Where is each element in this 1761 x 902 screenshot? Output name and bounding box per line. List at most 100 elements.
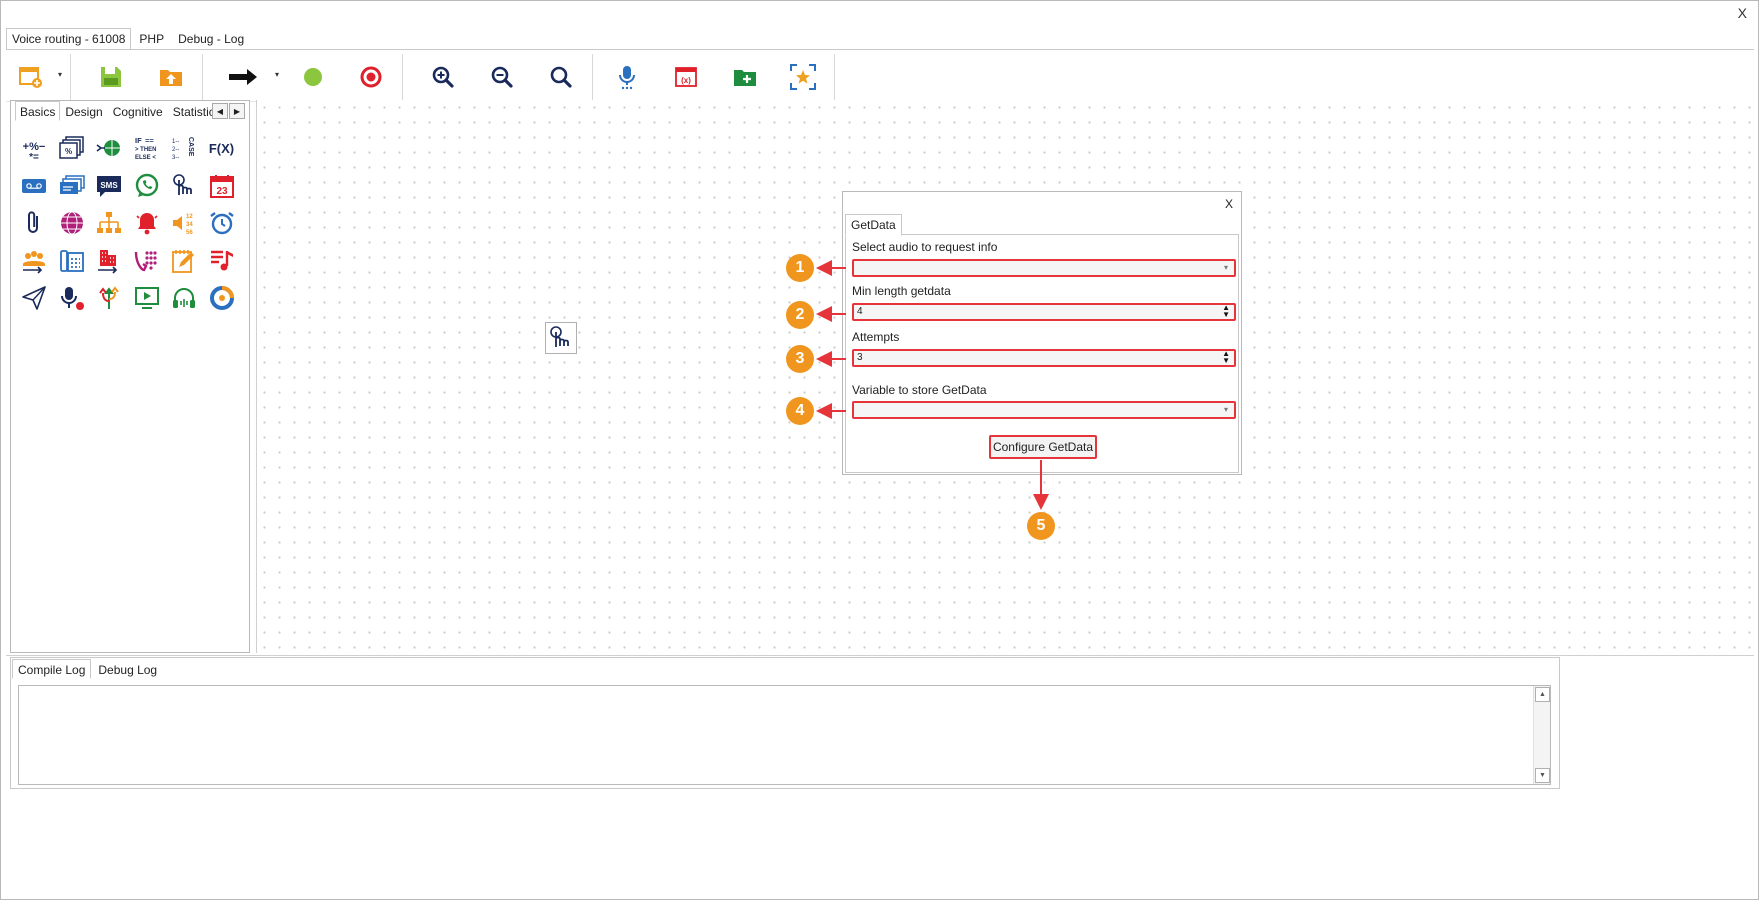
variable-select[interactable]: ▾: [852, 401, 1236, 419]
configure-getdata-button[interactable]: Configure GetData: [989, 435, 1097, 459]
tab-php[interactable]: PHP: [139, 32, 165, 46]
music-playlist-icon[interactable]: [207, 246, 237, 276]
record-microphone-icon[interactable]: [57, 283, 87, 313]
voicemail-icon[interactable]: [19, 171, 49, 201]
function-icon[interactable]: F(X): [208, 140, 235, 156]
tab-getdata[interactable]: GetData: [845, 214, 902, 236]
dialog-body: Select audio to request info ▾ Min lengt…: [845, 234, 1239, 473]
new-diagram-button[interactable]: [16, 62, 46, 92]
math-operations-icon[interactable]: +%−*=: [19, 133, 49, 163]
end-circle-icon: [360, 66, 382, 88]
svg-text:23: 23: [216, 186, 228, 197]
tab-debug-log[interactable]: Debug - Log: [178, 32, 245, 46]
annotation-badge-4: 4: [786, 397, 814, 425]
tab-basics[interactable]: Basics: [15, 101, 61, 121]
queue-agents-icon[interactable]: [19, 246, 49, 276]
whatsapp-icon[interactable]: [132, 171, 162, 201]
getdata-dialog: X GetData Select audio to request info ▾…: [842, 191, 1242, 475]
attachment-icon[interactable]: [19, 208, 49, 238]
hierarchy-icon[interactable]: [94, 208, 124, 238]
palette-tabs: Basics Design Cognitive Statistics: [15, 101, 226, 121]
new-diagram-dropdown[interactable]: ▾: [58, 70, 63, 79]
svg-text:%: %: [64, 147, 71, 156]
chevron-down-icon: ▾: [1223, 263, 1228, 272]
split-route-icon[interactable]: [94, 283, 124, 313]
notes-edit-icon[interactable]: [169, 246, 199, 276]
alarm-bell-icon[interactable]: [132, 208, 162, 238]
svg-text:CASE: CASE: [187, 137, 194, 157]
spinner-arrows-icon[interactable]: ▲▼: [1222, 303, 1230, 319]
tab-compile-log[interactable]: Compile Log: [12, 659, 92, 679]
spinner-arrows-icon[interactable]: ▲▼: [1222, 349, 1230, 365]
dtmf-touch-icon[interactable]: [169, 171, 199, 201]
company-transfer-icon[interactable]: [94, 246, 124, 276]
audio-select[interactable]: ▾: [852, 259, 1236, 277]
favorite-select-icon: [790, 64, 816, 90]
globe-icon[interactable]: [57, 208, 87, 238]
log-scrollbar[interactable]: ▲ ▼: [1533, 686, 1550, 784]
zoom-fit-icon: [550, 66, 572, 88]
send-paper-plane-icon[interactable]: [19, 283, 49, 313]
connect-arrow-button[interactable]: [226, 62, 260, 92]
start-node-button[interactable]: [298, 62, 328, 92]
tab-statistics[interactable]: Statistics: [172, 105, 221, 119]
zoom-fit-button[interactable]: [546, 62, 576, 92]
alarm-clock-icon[interactable]: [207, 208, 237, 238]
percentage-stack-icon[interactable]: %: [57, 133, 87, 163]
select-favorite-button[interactable]: [788, 62, 818, 92]
attempts-stepper[interactable]: 3 ▲▼: [852, 349, 1236, 367]
phone-keypad-icon[interactable]: [132, 246, 162, 276]
variables-button[interactable]: (x): [671, 62, 701, 92]
microphone-button[interactable]: [612, 62, 642, 92]
svg-text:> THEN: > THEN: [135, 147, 157, 153]
save-button[interactable]: [96, 62, 126, 92]
message-cards-icon[interactable]: [57, 171, 87, 201]
start-circle-icon: [304, 68, 322, 86]
headset-audio-icon[interactable]: [169, 283, 199, 313]
scroll-up-button[interactable]: ▲: [1535, 687, 1550, 702]
getdata-node[interactable]: [545, 322, 577, 354]
palette-tab-scroll: ◀ ▶: [211, 103, 245, 119]
scroll-left-button[interactable]: ◀: [212, 103, 228, 119]
min-length-label: Min length getdata: [852, 284, 951, 298]
tab-debug-log-bottom[interactable]: Debug Log: [98, 663, 158, 677]
svg-text:SMS: SMS: [100, 181, 118, 190]
dialog-close-button[interactable]: X: [1224, 197, 1233, 211]
toolbar: ▾ ▾: [6, 50, 1754, 102]
save-icon: [101, 67, 121, 87]
window-close-button[interactable]: X: [1737, 5, 1747, 21]
toolbar-separator: [70, 54, 71, 102]
desk-phone-icon[interactable]: [57, 246, 87, 276]
scroll-down-button[interactable]: ▼: [1535, 768, 1550, 783]
add-folder-button[interactable]: [730, 62, 760, 92]
svg-text:*=: *=: [29, 152, 39, 161]
log-output[interactable]: ▲ ▼: [18, 685, 1551, 785]
zoom-out-button[interactable]: [487, 62, 517, 92]
case-switch-icon[interactable]: 1--2--3--CASE: [169, 133, 199, 163]
zoom-in-button[interactable]: [428, 62, 458, 92]
sms-icon[interactable]: SMS: [94, 171, 124, 201]
statistics-ring-icon[interactable]: [207, 283, 237, 313]
min-length-stepper[interactable]: 4 ▲▼: [852, 303, 1236, 321]
calendar-icon[interactable]: 23: [207, 171, 237, 201]
arrow-dropdown[interactable]: ▾: [275, 70, 280, 79]
tab-cognitive[interactable]: Cognitive: [112, 105, 163, 119]
end-node-button[interactable]: [356, 62, 386, 92]
tabs-divider: [6, 49, 1754, 50]
arrow-right-icon: [229, 69, 257, 85]
scroll-right-button[interactable]: ▶: [229, 103, 245, 119]
video-play-icon[interactable]: [132, 283, 162, 313]
annotation-badge-5: 5: [1027, 512, 1055, 540]
upload-button[interactable]: [156, 62, 186, 92]
svg-text:2--: 2--: [172, 147, 179, 153]
web-request-icon[interactable]: [94, 133, 124, 163]
microphone-icon: [619, 66, 635, 90]
tab-design[interactable]: Design: [65, 105, 103, 119]
audio-select-label: Select audio to request info: [852, 240, 998, 254]
annotation-badge-2: 2: [786, 301, 814, 329]
svg-text:56: 56: [186, 230, 193, 236]
log-panel-divider: [6, 655, 1754, 656]
